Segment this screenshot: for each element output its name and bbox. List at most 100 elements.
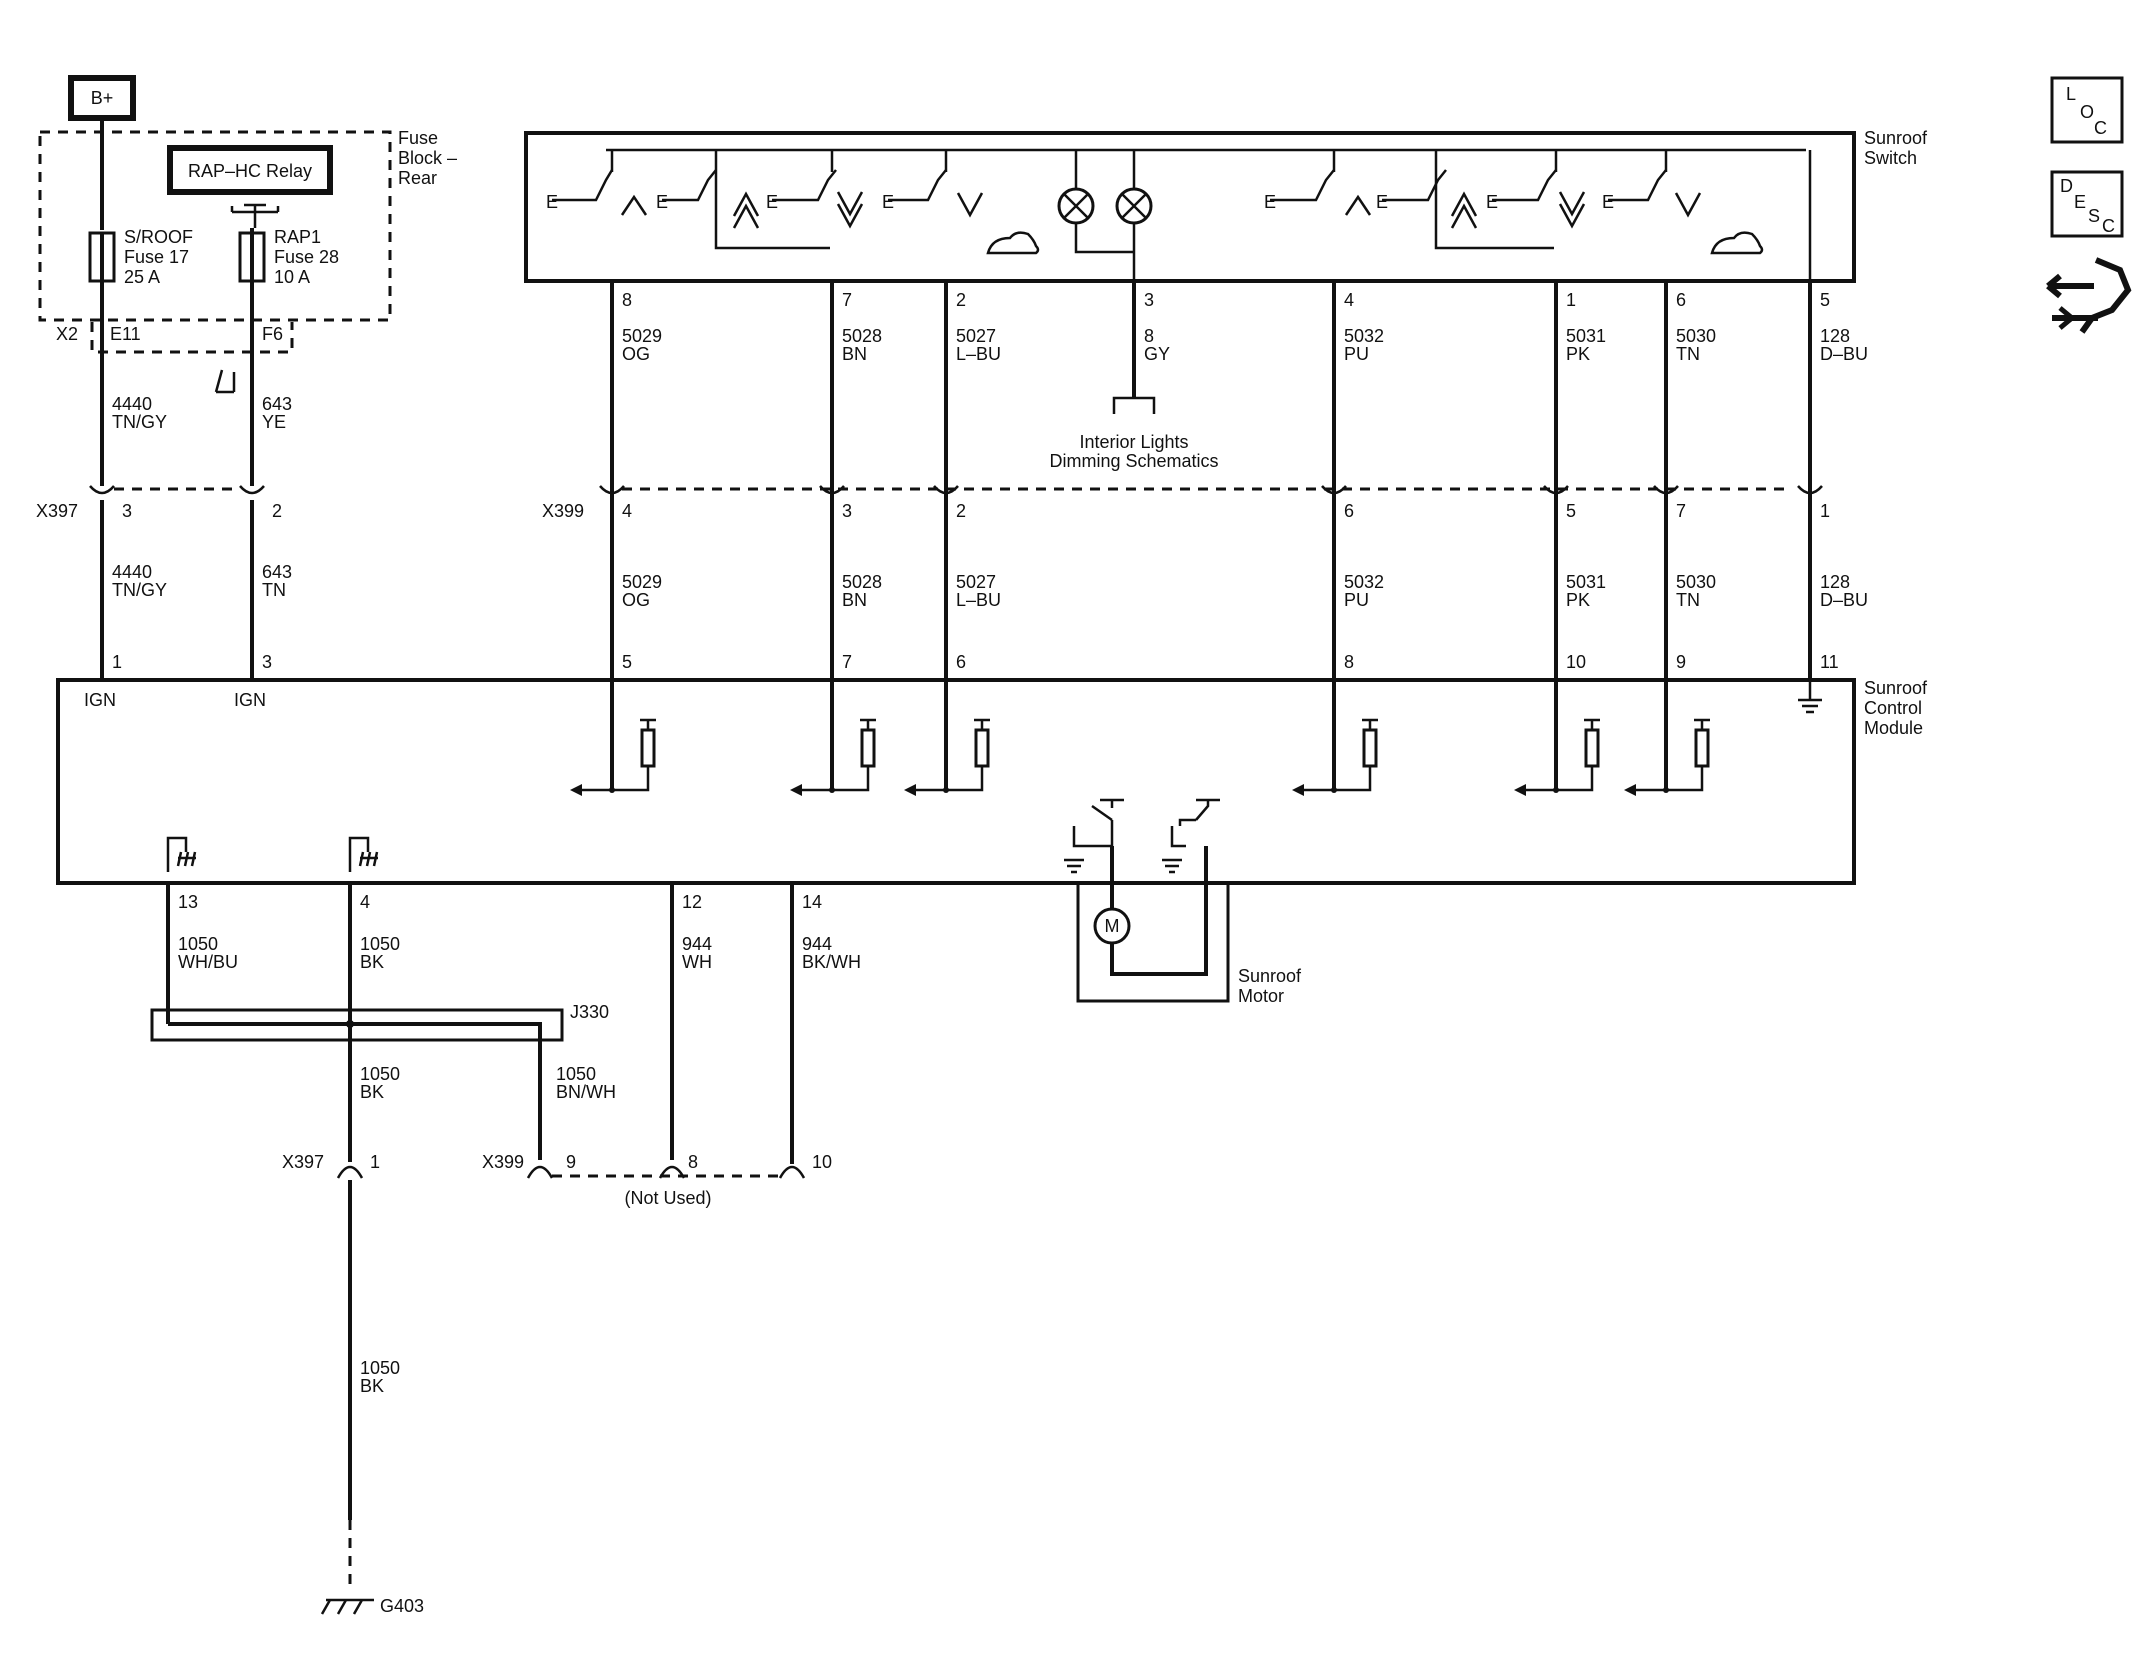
svg-text:Motor: Motor xyxy=(1238,986,1284,1006)
indicator-lamp-2 xyxy=(1115,150,1153,281)
switch-pin-number: 6 xyxy=(1676,290,1686,310)
svg-text:1050: 1050 xyxy=(556,1064,596,1084)
wire-color: PK xyxy=(1566,590,1590,610)
input-line xyxy=(916,766,984,792)
svg-text:TN: TN xyxy=(262,580,286,600)
svg-text:1050: 1050 xyxy=(178,934,218,954)
svg-text:C: C xyxy=(2094,118,2107,138)
fuse-block-outline xyxy=(38,130,392,322)
svg-text:E: E xyxy=(546,192,558,212)
rap-hc-relay: RAP–HC Relay xyxy=(167,145,333,195)
svg-text:TN/GY: TN/GY xyxy=(112,412,167,432)
x399-pin-number: 3 xyxy=(842,501,852,521)
pullup-resistor xyxy=(860,728,876,768)
x399-pin-number: 4 xyxy=(622,501,632,521)
connector-tool-icon[interactable] xyxy=(2046,257,2132,334)
svg-text:G403: G403 xyxy=(380,1596,424,1616)
svg-text:14: 14 xyxy=(802,892,822,912)
junction-dot xyxy=(943,787,949,793)
svg-text:M: M xyxy=(1105,916,1120,936)
wire-color: OG xyxy=(622,344,650,364)
junction-dot xyxy=(1663,787,1669,793)
svg-text:Module: Module xyxy=(1864,718,1923,738)
svg-text:E: E xyxy=(2074,192,2086,212)
svg-text:4440: 4440 xyxy=(112,562,152,582)
scm-pin-number: 6 xyxy=(956,652,966,672)
svg-text:RAP–HC Relay: RAP–HC Relay xyxy=(188,161,312,181)
input-arrow xyxy=(1514,784,1526,796)
svg-text:E11: E11 xyxy=(110,324,141,344)
svg-text:WH/BU: WH/BU xyxy=(178,952,238,972)
scm-pin-number: 9 xyxy=(1676,652,1686,672)
fuse-sroof: S/ROOF Fuse 17 25 A xyxy=(88,227,193,287)
x399-pin-number: 5 xyxy=(1566,501,1576,521)
svg-text:E: E xyxy=(1486,192,1498,212)
switch-pin-number: 1 xyxy=(1566,290,1576,310)
svg-text:Sunroof: Sunroof xyxy=(1238,966,1302,986)
junction-dot xyxy=(829,787,835,793)
input-line xyxy=(1526,766,1594,792)
svg-text:IGN: IGN xyxy=(84,690,116,710)
input-line xyxy=(802,766,870,792)
location-icon[interactable]: L O C xyxy=(2050,76,2124,144)
x399-pin-number: 1 xyxy=(1820,501,1830,521)
svg-text:IGN: IGN xyxy=(234,690,266,710)
svg-text:13: 13 xyxy=(178,892,198,912)
svg-text:O: O xyxy=(2080,102,2094,122)
pullup-terminal xyxy=(640,718,656,730)
svg-text:9: 9 xyxy=(566,1152,576,1172)
svg-text:J330: J330 xyxy=(570,1002,609,1022)
svg-text:3: 3 xyxy=(1144,290,1154,310)
wire-color: TN xyxy=(1676,590,1700,610)
circuit-number: 5029 xyxy=(622,326,662,346)
pullup-resistor xyxy=(1694,728,1710,768)
x399-pin-number: 2 xyxy=(956,501,966,521)
description-icon[interactable]: D E S C xyxy=(2050,170,2124,238)
wire-color: PU xyxy=(1344,590,1369,610)
svg-text:WH: WH xyxy=(682,952,712,972)
connector-x397-top: X397 xyxy=(36,501,78,521)
svg-text:E: E xyxy=(1376,192,1388,212)
circuit-number: 5027 xyxy=(956,326,996,346)
svg-text:BK: BK xyxy=(360,1376,384,1396)
svg-text:10 A: 10 A xyxy=(274,267,310,287)
circuit-number: 5027 xyxy=(956,572,996,592)
junction-dot xyxy=(1331,787,1337,793)
svg-text:944: 944 xyxy=(802,934,832,954)
scm-pin-number: 5 xyxy=(622,652,632,672)
circuit-number: 5032 xyxy=(1344,572,1384,592)
switch-pin-number: 8 xyxy=(622,290,632,310)
pullup-terminal xyxy=(1584,718,1600,730)
fuse-block-title: Fuse xyxy=(398,128,438,148)
x399-pin-number: 7 xyxy=(1676,501,1686,521)
input-line xyxy=(1636,766,1704,792)
circuit-number: 5031 xyxy=(1566,326,1606,346)
svg-text:YE: YE xyxy=(262,412,286,432)
svg-text:TN/GY: TN/GY xyxy=(112,580,167,600)
circuit-number: 5030 xyxy=(1676,572,1716,592)
svg-text:3: 3 xyxy=(122,501,132,521)
svg-text:1050: 1050 xyxy=(360,934,400,954)
junction-dot xyxy=(1553,787,1559,793)
scm-pin-number: 10 xyxy=(1566,652,1586,672)
svg-text:2: 2 xyxy=(272,501,282,521)
pullup-resistor xyxy=(640,728,656,768)
circuit-number: 128 xyxy=(1820,326,1850,346)
scm-title: Sunroof xyxy=(1864,678,1928,698)
svg-text:Switch: Switch xyxy=(1864,148,1917,168)
not-used-label: (Not Used) xyxy=(624,1188,711,1208)
x399-pin-number: 6 xyxy=(1344,501,1354,521)
circuit-number: 5029 xyxy=(622,572,662,592)
svg-text:D: D xyxy=(2060,176,2073,196)
pullup-terminal xyxy=(974,718,990,730)
ground-g403: G403 xyxy=(320,1596,424,1616)
switch-pin-number: 2 xyxy=(956,290,966,310)
svg-text:10: 10 xyxy=(812,1152,832,1172)
svg-text:1050: 1050 xyxy=(360,1064,400,1084)
svg-text:1: 1 xyxy=(112,652,122,672)
x399-pin-hook xyxy=(1797,485,1823,495)
switch-contacts: E E E E E E E E xyxy=(546,150,1764,255)
connector-x2: X2 xyxy=(56,324,78,344)
svg-text:Block –: Block – xyxy=(398,148,457,168)
